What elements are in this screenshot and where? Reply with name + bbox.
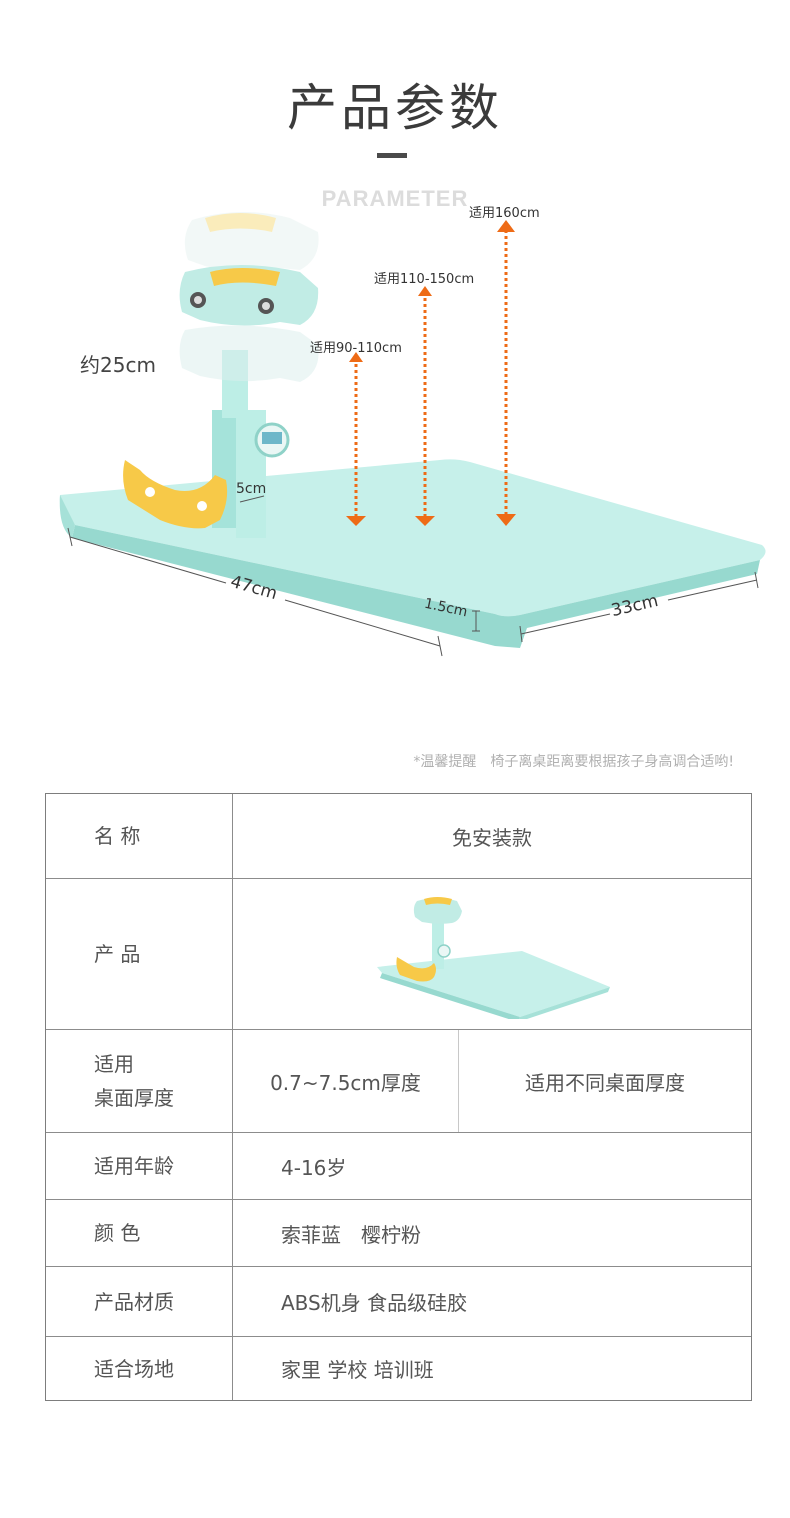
height-arrow-90-110 xyxy=(346,352,366,526)
range-label-110-150: 适用110-150cm xyxy=(374,272,475,287)
table-row: 产品材质 ABS机身 食品级硅胶 xyxy=(46,1267,751,1337)
range-label-90-110: 适用90-110cm xyxy=(310,341,402,356)
front-seat xyxy=(123,460,228,529)
table-row: 名 称 免安装款 xyxy=(46,794,751,879)
page-subtitle: PARAMETER xyxy=(321,186,469,211)
row-value: 免安装款 xyxy=(452,825,532,850)
row-label: 适用年龄 xyxy=(46,1133,233,1199)
reminder-note: *温馨提醒 椅子离桌距离要根据孩子身高调合适哟! xyxy=(413,754,734,770)
range-label-160: 适用160cm xyxy=(469,206,540,221)
row-label: 适用 桌面厚度 xyxy=(46,1030,233,1132)
row-value: 4-16岁 xyxy=(281,1155,347,1180)
row-label: 产 品 xyxy=(46,879,233,1029)
height-arrow-160 xyxy=(496,220,516,526)
row-label: 产品材质 xyxy=(46,1267,233,1336)
table-row: 产 品 xyxy=(46,879,751,1030)
dimension-lines xyxy=(67,495,759,657)
table-row: 适用年龄 4-16岁 xyxy=(46,1133,751,1200)
backrest-seat-top xyxy=(184,211,319,272)
thickness-range-value: 0.7~7.5cm厚度 xyxy=(233,1030,459,1132)
height-arrow-110-150 xyxy=(415,286,435,526)
spec-table: 名 称 免安装款 产 品 适用 桌面厚度 0.7~7.5cm厚度 适用不同桌面厚… xyxy=(45,793,752,1401)
thickness-note-value: 适用不同桌面厚度 xyxy=(525,1070,685,1095)
row-label-line2: 桌面厚度 xyxy=(94,1086,174,1110)
row-label: 名 称 xyxy=(46,794,233,878)
page-title: 产品参数 xyxy=(287,79,503,137)
row-label-line1: 适用 xyxy=(94,1052,134,1076)
product-thumbnail-cell xyxy=(233,879,751,1029)
row-value: ABS机身 食品级硅胶 xyxy=(281,1291,468,1315)
row-value: 索菲蓝 樱柠粉 xyxy=(281,1222,421,1247)
backrest-seat-mid xyxy=(179,265,319,326)
row-label: 颜 色 xyxy=(46,1200,233,1266)
table-row: 适用 桌面厚度 0.7~7.5cm厚度 适用不同桌面厚度 xyxy=(46,1030,751,1133)
table-row: 适合场地 家里 学校 培训班 xyxy=(46,1337,751,1400)
row-value: 家里 学校 培训班 xyxy=(281,1358,434,1382)
backrest-seat-low xyxy=(179,325,319,382)
table-row: 颜 色 索菲蓝 樱柠粉 xyxy=(46,1200,751,1267)
height-label: 约25cm xyxy=(80,353,156,377)
product-illustration xyxy=(59,211,766,657)
gap-label: 5cm xyxy=(236,481,267,497)
row-label: 适合场地 xyxy=(46,1337,233,1400)
title-divider xyxy=(377,153,407,158)
product-thumbnail xyxy=(377,897,610,1019)
